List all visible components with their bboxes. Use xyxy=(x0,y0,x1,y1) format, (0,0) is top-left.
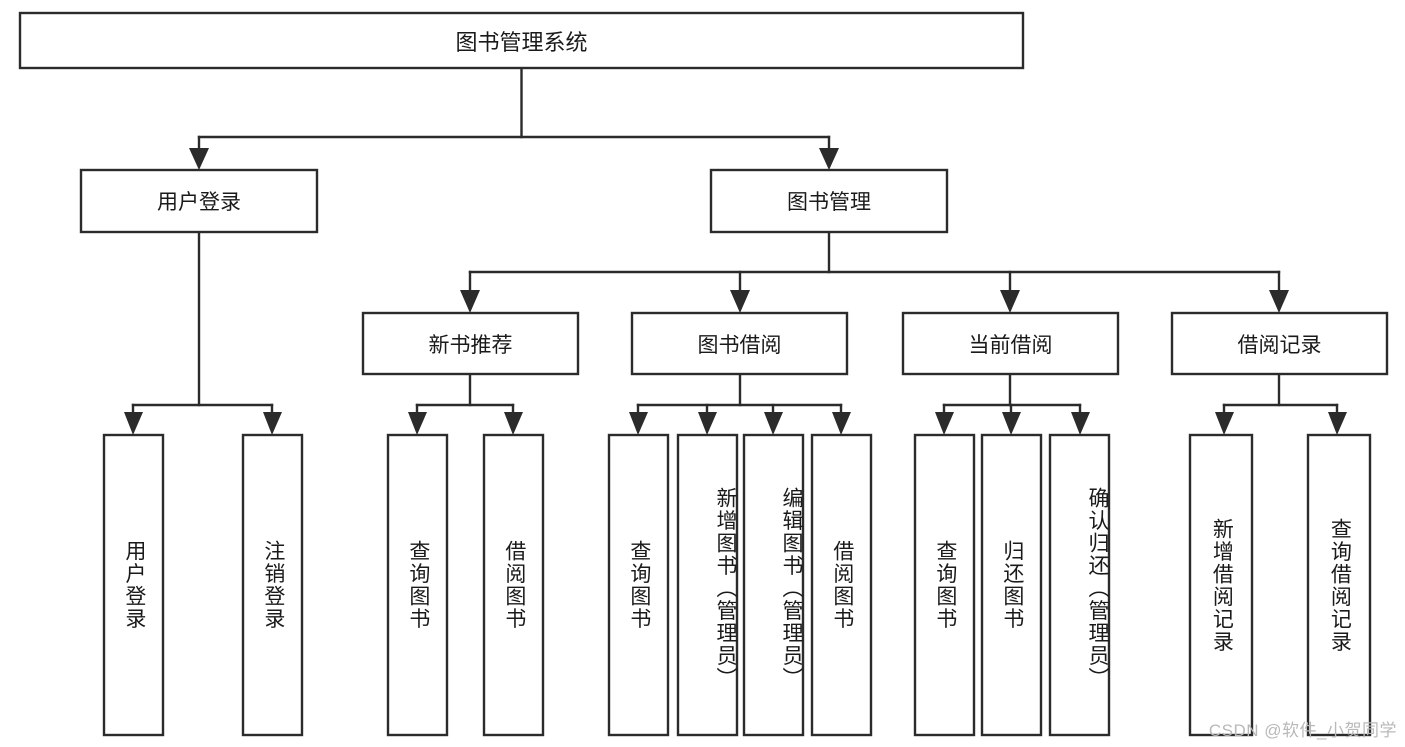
leaf-current-borrow-0[interactable] xyxy=(913,433,976,737)
arrowhead-cb-leaf-1 xyxy=(935,412,954,435)
watermark: CSDN @软件_小贺同学 xyxy=(1208,721,1397,740)
arrowhead-bb-leaf-1 xyxy=(629,412,648,435)
node-book-manage[interactable] xyxy=(709,168,949,234)
arrowhead-br-leaf-1 xyxy=(1215,412,1234,435)
arrowhead-current-borrow xyxy=(1000,290,1020,313)
arrowhead-bb-leaf-4 xyxy=(832,412,851,435)
arrowhead-bb-leaf-3 xyxy=(764,412,783,435)
leaf-user-login-0[interactable] xyxy=(102,433,165,737)
arrowhead-br-leaf-2 xyxy=(1328,412,1347,435)
leaf-user-login-1[interactable] xyxy=(241,433,304,737)
leaf-borrow-record-0[interactable] xyxy=(1188,433,1254,737)
arrowhead-new-book xyxy=(460,290,480,313)
arrowhead-nb-leaf-1 xyxy=(408,412,427,435)
leaf-borrow-record-1[interactable] xyxy=(1306,433,1372,737)
node-borrow-record[interactable] xyxy=(1170,311,1389,376)
leaf-new-book-0[interactable] xyxy=(386,433,449,737)
arrowhead-user-login xyxy=(189,148,209,170)
arrowhead-borrow-record xyxy=(1269,290,1289,313)
edges-layer xyxy=(124,66,1347,435)
arrowhead-cb-leaf-3 xyxy=(1071,412,1090,435)
leaf-new-book-1[interactable] xyxy=(482,433,545,737)
leaf-current-borrow-2[interactable] xyxy=(1048,433,1111,737)
arrowhead-nb-leaf-2 xyxy=(504,412,523,435)
leaf-current-borrow-1[interactable] xyxy=(980,433,1043,737)
arrowhead-book-manage xyxy=(819,148,839,170)
node-user-login[interactable] xyxy=(79,168,319,234)
arrowhead-bb-leaf-2 xyxy=(698,412,717,435)
leaf-book-borrow-3[interactable] xyxy=(810,433,873,737)
arrowhead-ul-leaf-1 xyxy=(124,412,143,435)
arrowhead-cb-leaf-2 xyxy=(1002,412,1021,435)
node-new-book-recommend[interactable] xyxy=(361,311,580,376)
node-root[interactable] xyxy=(18,11,1025,70)
leaf-book-borrow-1[interactable] xyxy=(676,433,739,737)
arrowhead-book-borrow xyxy=(730,290,750,313)
nodes-layer xyxy=(18,11,1389,737)
node-current-borrow[interactable] xyxy=(901,311,1120,376)
arrowhead-ul-leaf-2 xyxy=(263,412,282,435)
leaf-book-borrow-2[interactable] xyxy=(742,433,805,737)
leaf-book-borrow-0[interactable] xyxy=(607,433,670,737)
node-book-borrow[interactable] xyxy=(630,311,849,376)
